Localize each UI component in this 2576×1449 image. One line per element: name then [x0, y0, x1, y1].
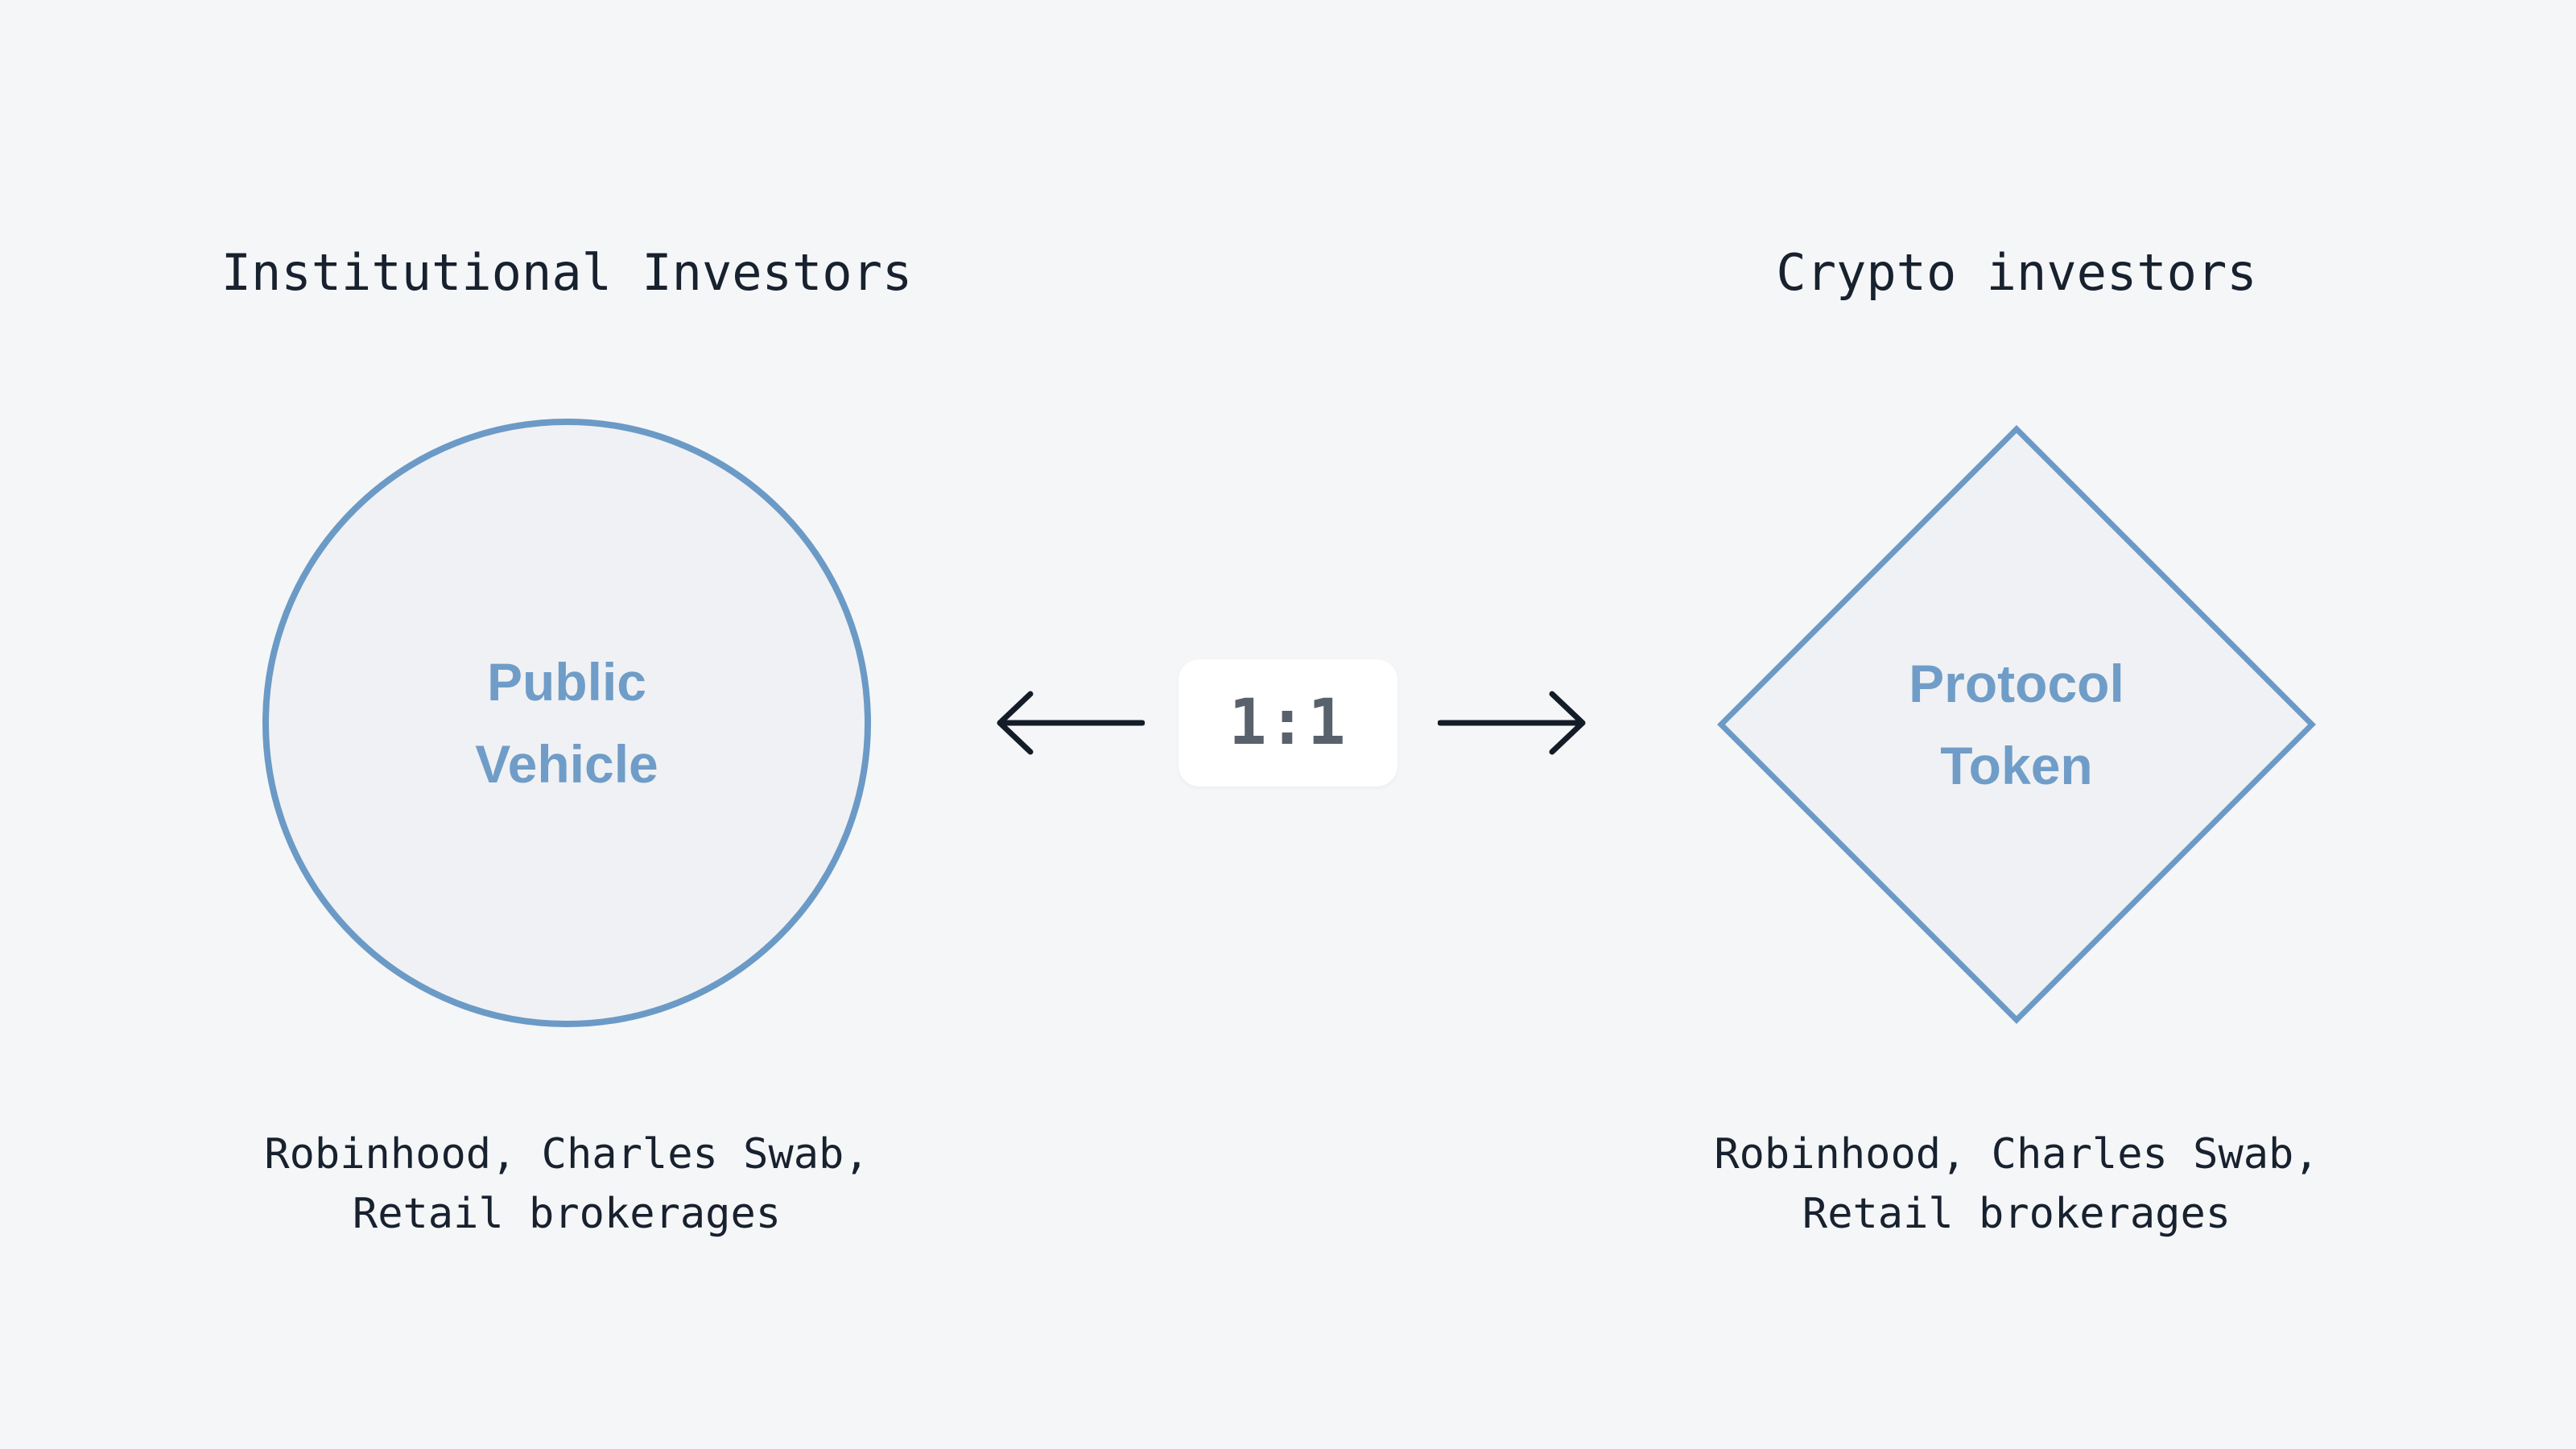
diamond-label-line-2: Token — [1940, 736, 2093, 795]
circle-shape-label: Public Vehicle — [475, 641, 658, 806]
circle-label-line-1: Public — [486, 651, 647, 712]
arrow-left-icon — [997, 691, 1145, 755]
left-group-caption: Robinhood, Charles Swab, Retail brokerag… — [164, 1125, 969, 1245]
right-caption-line-2: Retail brokerages — [1802, 1189, 2231, 1238]
ratio-badge-label: 1:1 — [1228, 687, 1348, 759]
right-group-caption: Robinhood, Charles Swab, Retail brokerag… — [1614, 1125, 2419, 1245]
right-group-header: Crypto investors — [1776, 243, 2257, 302]
protocol-token-diamond: Protocol Token — [1707, 415, 2326, 1034]
ratio-badge: 1:1 — [1179, 659, 1397, 786]
right-caption-line-1: Robinhood, Charles Swab, — [1714, 1130, 2319, 1179]
left-caption-line-1: Robinhood, Charles Swab, — [264, 1130, 869, 1179]
diamond-label-line-1: Protocol — [1909, 653, 2124, 713]
circle-label-line-2: Vehicle — [475, 734, 658, 794]
public-vehicle-circle: Public Vehicle — [262, 419, 871, 1027]
diamond-shape-label: Protocol Token — [1909, 642, 2124, 807]
left-group-header: Institutional Investors — [221, 243, 913, 302]
left-caption-line-2: Retail brokerages — [352, 1189, 782, 1238]
arrow-right-icon — [1438, 691, 1586, 755]
